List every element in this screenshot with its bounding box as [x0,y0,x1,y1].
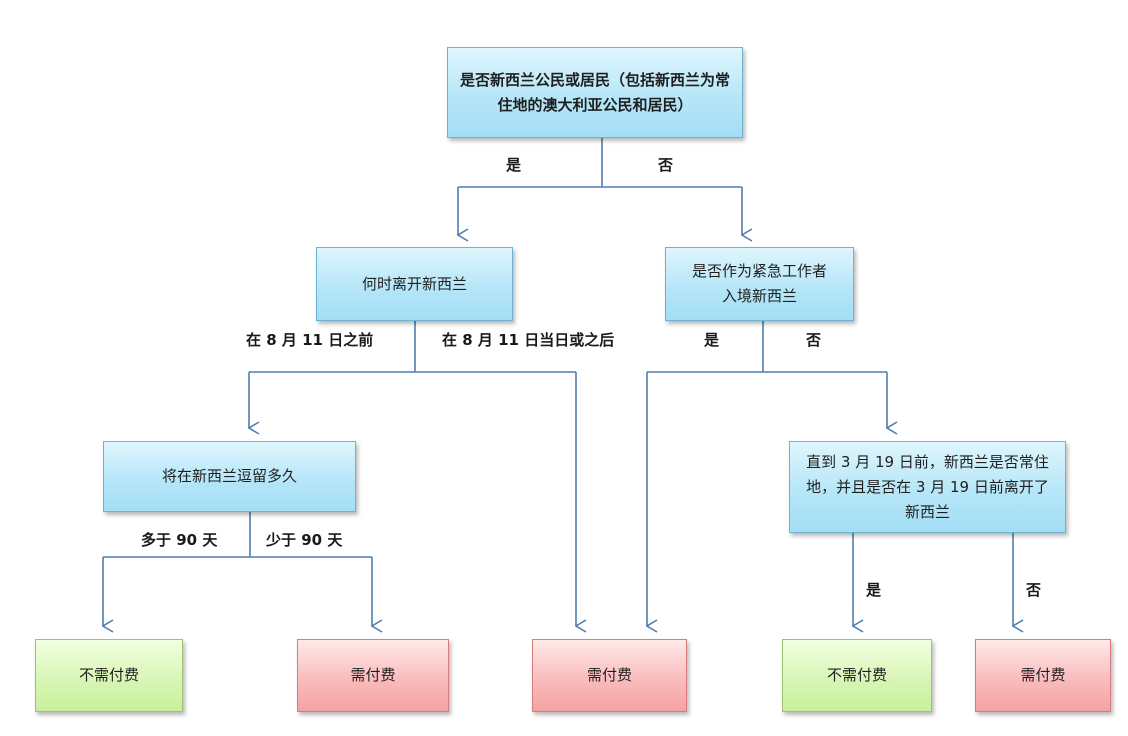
result-pay-less-90-text: 需付费 [350,666,396,684]
root-question-node: 是否新西兰公民或居民（包括新西兰为常住地的澳大利亚公民和居民） [447,47,743,138]
label-on-after-aug11: 在 8 月 11 日当日或之后 [442,331,615,349]
result-pay-center-text: 需付费 [586,666,632,684]
result-free-more-90-node: 不需付费 [35,639,183,712]
when-left-text: 何时离开新西兰 [361,274,467,293]
label-residence-yes: 是 [866,581,882,599]
label-residence-no: 否 [1026,581,1042,599]
result-pay-residence-node: 需付费 [975,639,1111,712]
label-root-yes: 是 [506,156,522,174]
result-free-residence-node: 不需付费 [782,639,932,712]
when-left-node: 何时离开新西兰 [316,247,513,321]
label-less-than-90: 少于 90 天 [266,531,343,549]
stay-duration-node: 将在新西兰逗留多久 [103,441,356,512]
result-pay-less-90-node: 需付费 [297,639,449,712]
result-free-more-90-text: 不需付费 [78,666,139,684]
residence-check-text: 直到 3 月 19 日前，新西兰是否常住地，并且是否在 3 月 19 日前离开了… [806,452,1049,521]
residence-check-node: 直到 3 月 19 日前，新西兰是否常住地，并且是否在 3 月 19 日前离开了… [789,441,1066,533]
result-pay-residence-text: 需付费 [1020,666,1066,684]
root-question-text: 是否新西兰公民或居民（包括新西兰为常住地的澳大利亚公民和居民） [459,70,730,114]
label-before-aug11: 在 8 月 11 日之前 [246,331,374,349]
result-pay-center-node: 需付费 [532,639,687,712]
label-more-than-90: 多于 90 天 [141,531,218,549]
emergency-worker-node: 是否作为紧急工作者入境新西兰 [665,247,854,321]
label-root-no: 否 [658,156,674,174]
result-free-residence-text: 不需付费 [826,666,887,684]
label-emergency-no: 否 [806,331,822,349]
stay-duration-text: 将在新西兰逗留多久 [161,467,297,485]
emergency-worker-text: 是否作为紧急工作者入境新西兰 [691,262,827,305]
label-emergency-yes: 是 [704,331,720,349]
